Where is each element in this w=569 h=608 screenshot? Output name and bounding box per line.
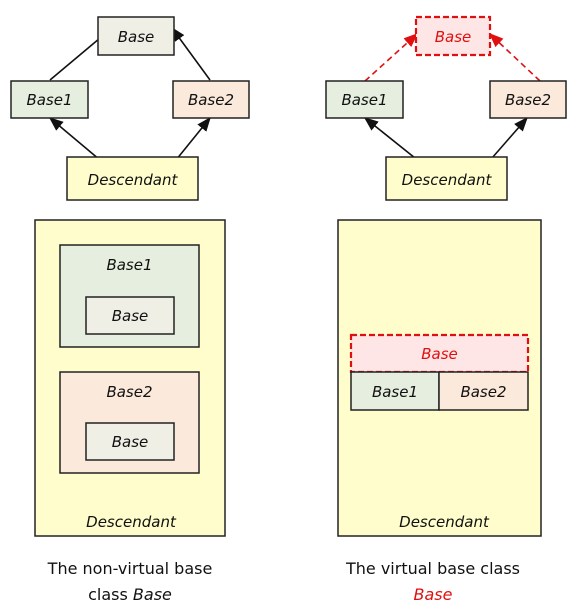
left-hierarchy: Base Base1 Base2 Descendant bbox=[10, 16, 250, 201]
left-caption-line2: class Base bbox=[20, 582, 240, 608]
descendant-object-label: Descendant bbox=[86, 513, 177, 531]
right-caption-line1: The virtual base class bbox=[345, 559, 521, 578]
base-label: Base bbox=[118, 28, 155, 46]
base2-inner-base-label: Base bbox=[112, 433, 149, 451]
right-object-layout: Base Base1 Base2 Descendant bbox=[337, 219, 542, 537]
virtual-arrow-base1-to-base bbox=[364, 33, 419, 82]
base2-label: Base2 bbox=[188, 91, 234, 109]
base2-subobject-right bbox=[438, 371, 529, 411]
descendant-box bbox=[66, 156, 199, 201]
base1-subobject-right bbox=[350, 371, 440, 411]
base1-inner-base-label: Base bbox=[112, 307, 149, 325]
descendant-object-right-label: Descendant bbox=[399, 513, 490, 531]
left-caption-line1: The non-virtual base bbox=[47, 559, 213, 578]
base1-box bbox=[10, 80, 89, 119]
base2-label-right: Base2 bbox=[505, 91, 551, 109]
arrow-descendant-to-base2 bbox=[175, 116, 211, 161]
virtual-base-label: Base bbox=[435, 28, 472, 46]
right-caption: The virtual base class Base bbox=[323, 556, 543, 608]
virtual-base-box bbox=[414, 15, 492, 57]
base2-box-right bbox=[489, 80, 567, 119]
left-object-layout: Base1 Base Base2 Base Descendant bbox=[34, 219, 226, 537]
base2-box bbox=[172, 80, 250, 119]
base2-subobject-right-label: Base2 bbox=[460, 383, 506, 401]
arrow-descendant-to-base1-right bbox=[363, 117, 416, 159]
base1-subobject-label: Base1 bbox=[106, 256, 152, 274]
arrow-descendant-to-base2-right bbox=[491, 116, 528, 159]
left-caption: The non-virtual base class Base bbox=[20, 556, 240, 608]
base2-subobject-label: Base2 bbox=[106, 383, 152, 401]
right-hierarchy: Base Base1 Base2 Descendant bbox=[325, 15, 567, 201]
arrow-descendant-to-base1 bbox=[48, 117, 101, 161]
descendant-label-right: Descendant bbox=[402, 171, 493, 189]
base1-label: Base1 bbox=[26, 91, 72, 109]
descendant-box-right bbox=[385, 156, 508, 201]
shared-virtual-base-label: Base bbox=[421, 345, 458, 363]
base1-box-right bbox=[325, 80, 404, 119]
left-caption-prefix: class bbox=[88, 585, 133, 604]
base2-inner-base bbox=[85, 422, 175, 461]
descendant-label: Descendant bbox=[88, 171, 179, 189]
right-caption-class-name: Base bbox=[413, 585, 453, 604]
base1-inner-base bbox=[85, 296, 175, 335]
base1-label-right: Base1 bbox=[341, 91, 387, 109]
base-box bbox=[97, 16, 175, 56]
left-caption-class-name: Base bbox=[132, 585, 172, 604]
virtual-arrow-base2-to-base bbox=[488, 33, 541, 82]
arrow-base2-to-base bbox=[171, 26, 211, 81]
base1-subobject-right-label: Base1 bbox=[372, 383, 418, 401]
